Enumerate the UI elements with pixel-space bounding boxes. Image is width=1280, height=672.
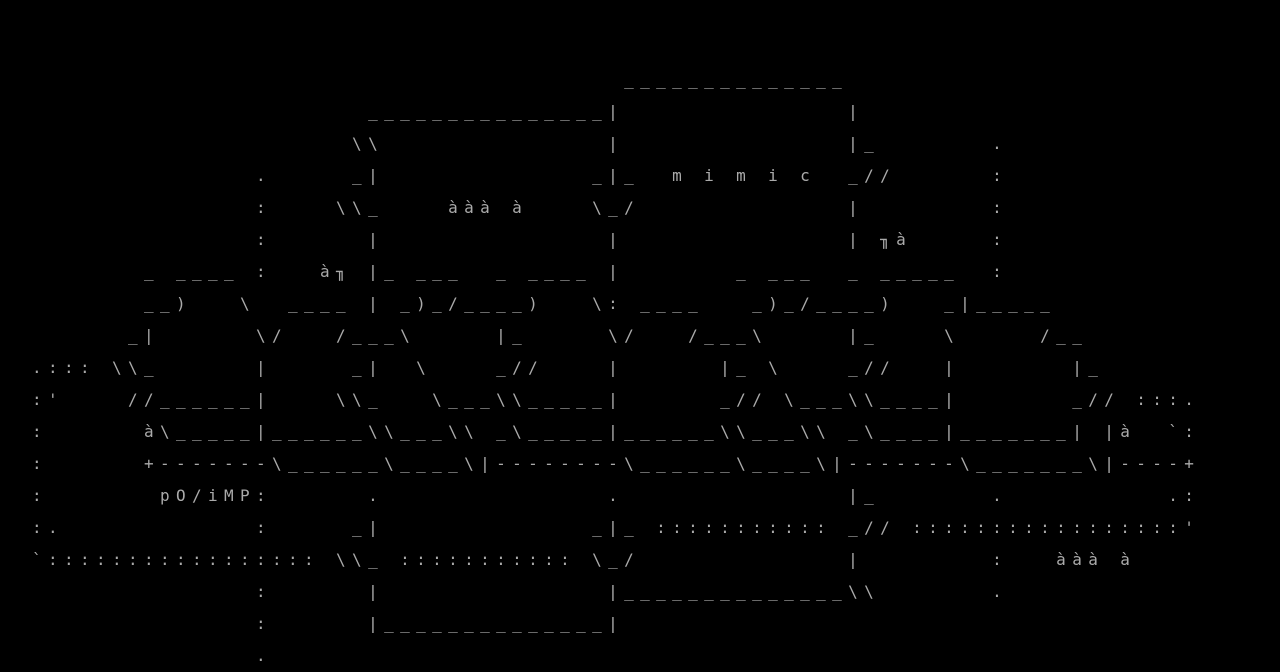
ascii-row: _| \/ /___\ |_ \/ /___\ |_ \ /__: [0, 326, 1089, 345]
ascii-row: ______________: [0, 70, 849, 89]
ascii-row: [0, 32, 1280, 64]
ascii-row: : pO/iMP: . . |_ . .:: [0, 486, 1201, 505]
ascii-row: \\ | |_ .: [0, 134, 1009, 153]
ascii-row: : à\_____|______\\___\\ _\_____|______\\…: [0, 422, 1201, 441]
ascii-row: [0, 0, 1280, 32]
ascii-row: :' //______| \\_ \___\\_____| _// \___\\…: [0, 390, 1201, 409]
ascii-row: `::::::::::::::::: \\_ ::::::::::: \_/ |…: [0, 550, 1137, 569]
ascii-row: __) \ ____ | _)_/____) \: ____ _)_/____)…: [0, 294, 1057, 313]
ascii-row: _______________| |: [0, 102, 865, 121]
ascii-row: .: [0, 646, 273, 665]
ascii-row: _ ____ : à╖ |_ ___ _ ____ | _ ___ _ ____…: [0, 262, 1009, 281]
ascii-row: : +-------\______\____\|--------\______\…: [0, 454, 1201, 473]
ascii-row: .::: \\_ | _| \ _// | |_ \ _// | |_: [0, 358, 1105, 377]
ascii-row: : | | | ╖à :: [0, 230, 1009, 249]
ascii-row: : |______________|: [0, 614, 625, 633]
ascii-row-title: . _| _|_ m i m i c _// :: [0, 166, 1009, 185]
ascii-row: : | |______________\\ .: [0, 582, 1009, 601]
ascii-row: : \\_ ààà à \_/ | :: [0, 198, 1009, 217]
ascii-row: :. : _| _|_ ::::::::::: _// ::::::::::::…: [0, 518, 1201, 537]
